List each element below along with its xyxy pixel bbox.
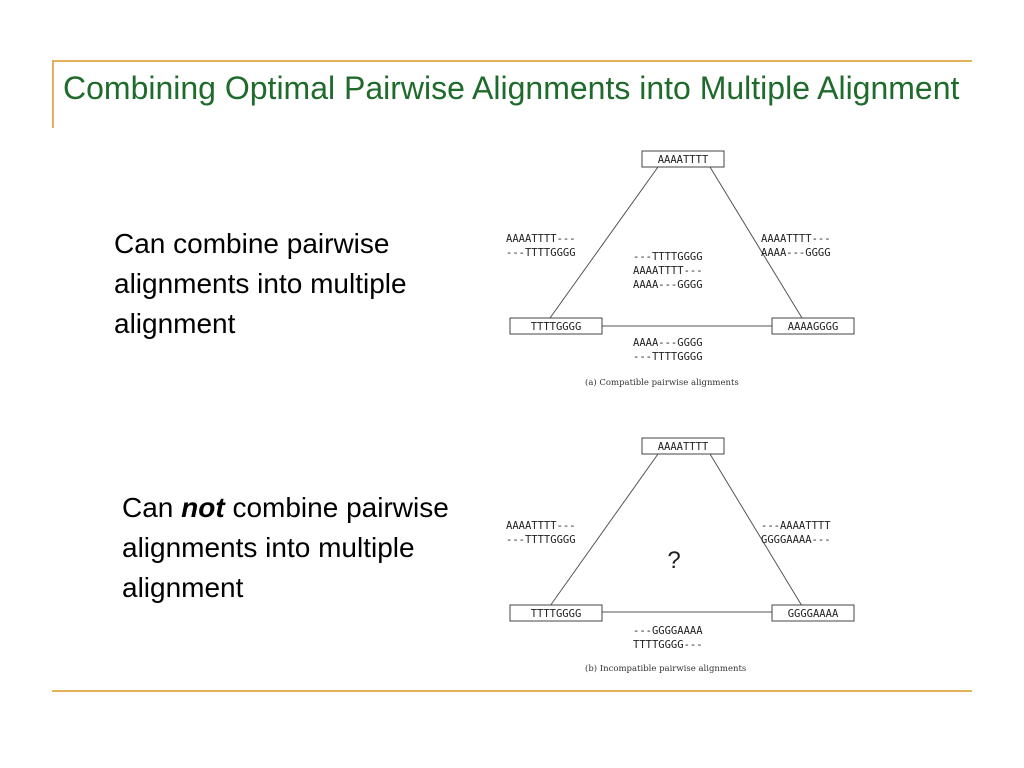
caption-compatible: (a) Compatible pairwise alignments <box>585 377 739 388</box>
center-alignment-1: ---TTTTGGGG <box>633 251 703 263</box>
alignment-diagram: AAAATTTT TTTTGGGG AAAAGGGG AAAATTTT--- -… <box>506 150 855 674</box>
node-top-label: AAAATTTT <box>658 154 709 166</box>
edge-top-left-b <box>549 453 659 607</box>
node-top <box>641 150 725 168</box>
center-question-mark: ? <box>667 547 680 574</box>
diagram-incompatible: AAAATTTT TTTTGGGG GGGGAAAA AAAATTTT--- -… <box>506 437 855 674</box>
node-left-label-b: TTTTGGGG <box>531 608 582 620</box>
top-rule <box>52 60 972 62</box>
bottom-edge-alignment-b-1: ---GGGGAAAA <box>633 625 703 637</box>
left-rule <box>52 60 54 128</box>
left-edge-alignment-2: ---TTTTGGGG <box>506 247 576 259</box>
bottom-edge-alignment-2: ---TTTTGGGG <box>633 351 703 363</box>
center-alignment-3: AAAA---GGGG <box>633 279 703 291</box>
incompatible-text: Can not combine pairwise alignments into… <box>122 488 482 608</box>
incompatible-text-prefix: Can <box>122 492 182 523</box>
node-top-label-b: AAAATTTT <box>658 441 709 453</box>
node-top-b <box>641 437 725 455</box>
right-edge-alignment-b-2: GGGGAAAA--- <box>761 534 831 546</box>
edge-top-right <box>709 166 803 319</box>
node-right-label-b: GGGGAAAA <box>788 608 839 620</box>
node-right-label: AAAAGGGG <box>788 321 839 333</box>
left-edge-alignment-b-2: ---TTTTGGGG <box>506 534 576 546</box>
incompatible-text-emphasis: not <box>181 492 225 523</box>
node-right <box>771 317 855 335</box>
caption-incompatible: (b) Incompatible pairwise alignments <box>585 663 746 674</box>
node-left <box>509 317 603 335</box>
node-left-b <box>509 604 603 622</box>
slide-title: Combining Optimal Pairwise Alignments in… <box>63 70 960 106</box>
edge-top-right-b <box>709 453 803 607</box>
node-right-b <box>771 604 855 622</box>
bottom-edge-alignment-1: AAAA---GGGG <box>633 337 703 349</box>
right-edge-alignment-2: AAAA---GGGG <box>761 247 831 259</box>
compatible-text: Can combine pairwise alignments into mul… <box>114 228 407 339</box>
right-edge-alignment-b-1: ---AAAATTTT <box>761 520 831 532</box>
left-edge-alignment-b-1: AAAATTTT--- <box>506 520 576 532</box>
bottom-edge-alignment-b-2: TTTTGGGG--- <box>633 639 703 651</box>
incompatible-text-suffix: combine pairwise alignments into multipl… <box>122 492 449 603</box>
left-edge-alignment-1: AAAATTTT--- <box>506 233 576 245</box>
right-edge-alignment-1: AAAATTTT--- <box>761 233 831 245</box>
node-left-label: TTTTGGGG <box>531 321 582 333</box>
diagram-compatible: AAAATTTT TTTTGGGG AAAAGGGG AAAATTTT--- -… <box>506 150 855 388</box>
center-alignment-2: AAAATTTT--- <box>633 265 703 277</box>
edge-top-left <box>549 166 659 319</box>
bottom-rule <box>52 690 972 692</box>
